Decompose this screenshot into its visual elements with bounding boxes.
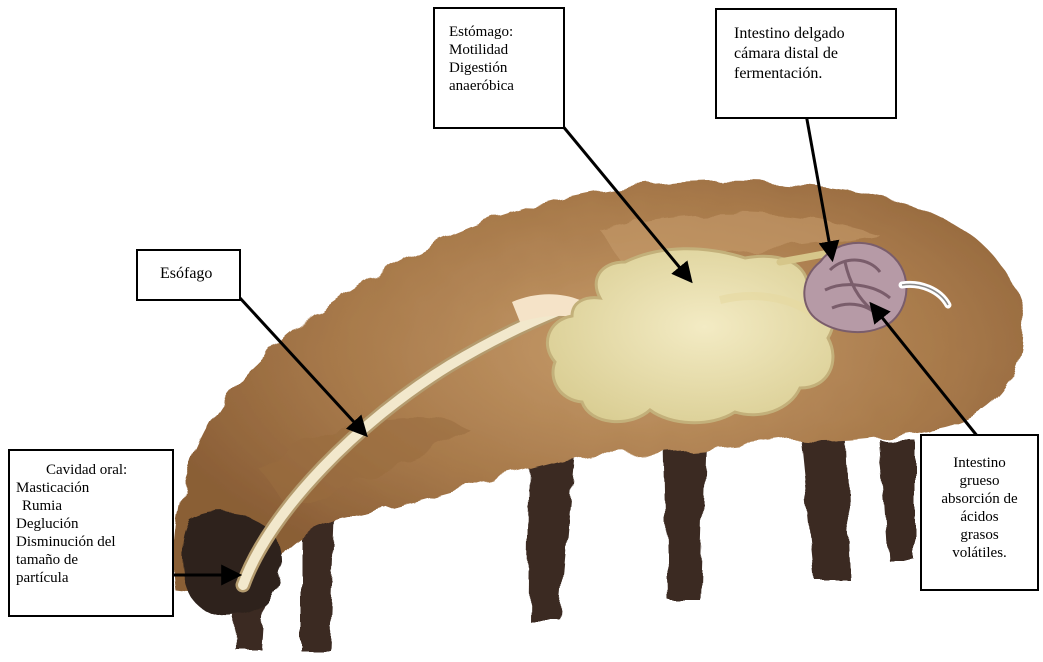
label-line: Digestión	[449, 59, 563, 77]
label-estomago: Estómago: Motilidad Digestión anaeróbica	[433, 7, 565, 129]
label-line: anaeróbica	[449, 77, 563, 95]
label-intestino-delgado: Intestino delgado cámara distal de ferme…	[715, 8, 897, 119]
label-line: Cavidad oral:	[16, 461, 168, 479]
label-line: Motilidad	[449, 41, 563, 59]
label-line: tamaño de	[16, 551, 168, 569]
label-line: grueso	[928, 472, 1031, 490]
label-line: Esófago	[160, 265, 239, 283]
label-line: grasos	[928, 526, 1031, 544]
label-cavidad-oral: Cavidad oral: Masticación Rumia Deglució…	[8, 449, 174, 617]
label-line: partícula	[16, 569, 168, 587]
label-line: ácidos	[928, 508, 1031, 526]
label-line: volátiles.	[928, 544, 1031, 562]
label-line: Intestino delgado	[734, 24, 895, 44]
label-esofago: Esófago	[136, 249, 241, 301]
label-line: Deglución	[16, 515, 168, 533]
label-line: cámara distal de	[734, 44, 895, 64]
label-line: fermentación.	[734, 64, 895, 84]
label-line: Estómago:	[449, 23, 563, 41]
label-line: Intestino	[928, 454, 1031, 472]
label-intestino-grueso: Intestino grueso absorción de ácidos gra…	[920, 434, 1039, 591]
label-line: Rumia	[16, 497, 168, 515]
label-line: Disminución del	[16, 533, 168, 551]
label-line: absorción de	[928, 490, 1031, 508]
label-line: Masticación	[16, 479, 168, 497]
